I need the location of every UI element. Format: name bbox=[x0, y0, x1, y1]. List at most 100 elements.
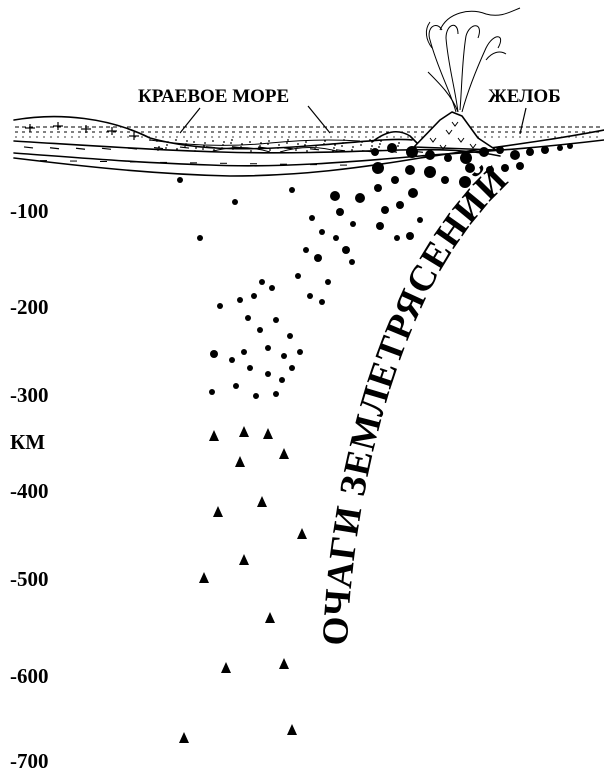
crust-dash bbox=[49, 147, 60, 150]
earthquake-focus-dot bbox=[217, 303, 223, 309]
continental-crust-top bbox=[13, 115, 413, 150]
sediment-dot bbox=[306, 150, 308, 152]
sediment-dot bbox=[250, 150, 252, 152]
crust-dash bbox=[127, 147, 138, 150]
earthquake-focus-triangle bbox=[239, 426, 249, 437]
sediment-dot bbox=[241, 143, 243, 145]
sediment-dot bbox=[351, 149, 353, 151]
earthquake-focus-dot bbox=[325, 279, 331, 285]
earthquake-focus-triangle bbox=[179, 732, 189, 743]
sediment-dot bbox=[202, 148, 204, 150]
earthquake-focus-dot bbox=[307, 293, 313, 299]
sediment-dot bbox=[149, 139, 151, 141]
sediment-dot bbox=[249, 141, 251, 143]
sediment-dot bbox=[277, 147, 279, 149]
earthquake-focus-dot bbox=[281, 353, 287, 359]
sediment-dot bbox=[230, 142, 232, 144]
crust-dash bbox=[101, 147, 112, 150]
sediment-dot bbox=[305, 141, 307, 143]
sediment-dot bbox=[157, 149, 159, 151]
earthquake-focus-dot bbox=[237, 297, 243, 303]
sediment-dot bbox=[371, 145, 373, 147]
earthquake-focus-triangle bbox=[263, 428, 273, 439]
earthquake-focus-dot bbox=[460, 152, 472, 164]
sediment-dot bbox=[267, 143, 269, 145]
depth-tick-600: -600 bbox=[10, 664, 49, 688]
earthquake-focus-dot bbox=[265, 345, 271, 351]
sediment-dot bbox=[343, 139, 345, 141]
marginal-sea-label: КРАЕВОЕ МОРЕ bbox=[138, 86, 289, 107]
earthquake-focus-triangle bbox=[213, 506, 223, 517]
earthquake-focus-dot bbox=[510, 150, 520, 160]
earthquake-focus-dot bbox=[381, 206, 389, 214]
earthquake-focus-dot bbox=[479, 147, 489, 157]
earthquake-focus-dot bbox=[197, 235, 203, 241]
sediment-dot bbox=[315, 145, 317, 147]
crust-dash bbox=[153, 146, 164, 150]
earthquake-focus-dot bbox=[245, 315, 251, 321]
crust-layers bbox=[13, 115, 604, 177]
sediment-dot bbox=[194, 150, 196, 152]
earthquake-focus-triangle bbox=[235, 456, 245, 467]
sediment-dot bbox=[156, 140, 158, 142]
sediment-dot bbox=[370, 148, 372, 150]
crust-dash bbox=[23, 146, 34, 149]
earthquake-focus-dot bbox=[557, 145, 563, 151]
sediment-dot bbox=[223, 141, 225, 143]
earthquake-foci-deep bbox=[179, 426, 307, 743]
earthquake-focus-dot bbox=[371, 148, 379, 156]
sediment-dot bbox=[240, 146, 242, 148]
sediment-dot bbox=[158, 146, 160, 148]
earthquake-focus-dot bbox=[297, 349, 303, 355]
earthquake-focus-dot bbox=[350, 221, 356, 227]
earthquake-focus-dot bbox=[408, 188, 418, 198]
earthquake-focus-triangle bbox=[279, 658, 289, 669]
earthquake-focus-dot bbox=[229, 357, 235, 363]
sediment-dot bbox=[398, 142, 400, 144]
earthquake-focus-dot bbox=[496, 146, 504, 154]
sediment-dot bbox=[379, 143, 381, 145]
sediment-dot bbox=[176, 148, 178, 150]
earthquake-focus-dot bbox=[349, 259, 355, 265]
earthquake-focus-dot bbox=[526, 148, 534, 156]
volcano-icon bbox=[413, 7, 521, 151]
earthquake-focus-dot bbox=[314, 254, 322, 262]
earthquake-foci-label: ОЧАГИ ЗЕМЛЕТРЯСЕНИЙ bbox=[315, 158, 516, 647]
earthquake-focus-dot bbox=[387, 143, 397, 153]
earthquake-focus-dot bbox=[391, 176, 399, 184]
earthquake-focus-dot bbox=[516, 162, 524, 170]
earthquake-focus-dot bbox=[330, 191, 340, 201]
depth-tick-500: -500 bbox=[10, 567, 49, 591]
sediment-dot bbox=[184, 146, 186, 148]
eruption-plume bbox=[425, 7, 521, 113]
sediment-dot bbox=[232, 148, 234, 150]
sediment-dot bbox=[193, 141, 195, 143]
sediment-dot bbox=[297, 143, 299, 145]
sediment-dot bbox=[203, 145, 205, 147]
sediment-dot bbox=[166, 144, 168, 146]
crust-dash bbox=[283, 147, 294, 150]
sediment-dot bbox=[304, 144, 306, 146]
earthquake-focus-dot bbox=[336, 208, 344, 216]
sediment-dot bbox=[167, 141, 169, 143]
sediment-dot bbox=[397, 145, 399, 147]
sediment-dot bbox=[186, 140, 188, 142]
depth-tick-100: -100 bbox=[10, 199, 49, 223]
earthquake-focus-dot bbox=[465, 163, 475, 173]
earthquake-focus-triangle bbox=[209, 430, 219, 441]
sediment-dot bbox=[295, 149, 297, 151]
sediment-dot bbox=[333, 147, 335, 149]
earthquake-focus-dot bbox=[459, 176, 471, 188]
ridge bbox=[371, 130, 419, 145]
earthquake-focus-triangle bbox=[239, 554, 249, 565]
sediment-dot bbox=[258, 148, 260, 150]
earthquake-focus-dot bbox=[501, 164, 509, 172]
earthquake-focus-dot bbox=[265, 371, 271, 377]
earthquake-focus-dot bbox=[303, 247, 309, 253]
earthquake-foci-label-path: ОЧАГИ ЗЕМЛЕТРЯСЕНИЙ bbox=[315, 158, 515, 647]
earthquake-focus-dot bbox=[319, 299, 325, 305]
earthquake-focus-dot bbox=[209, 389, 215, 395]
sediment-dots bbox=[149, 139, 400, 152]
earthquake-focus-dot bbox=[273, 391, 279, 397]
earthquake-focus-dot bbox=[309, 215, 315, 221]
